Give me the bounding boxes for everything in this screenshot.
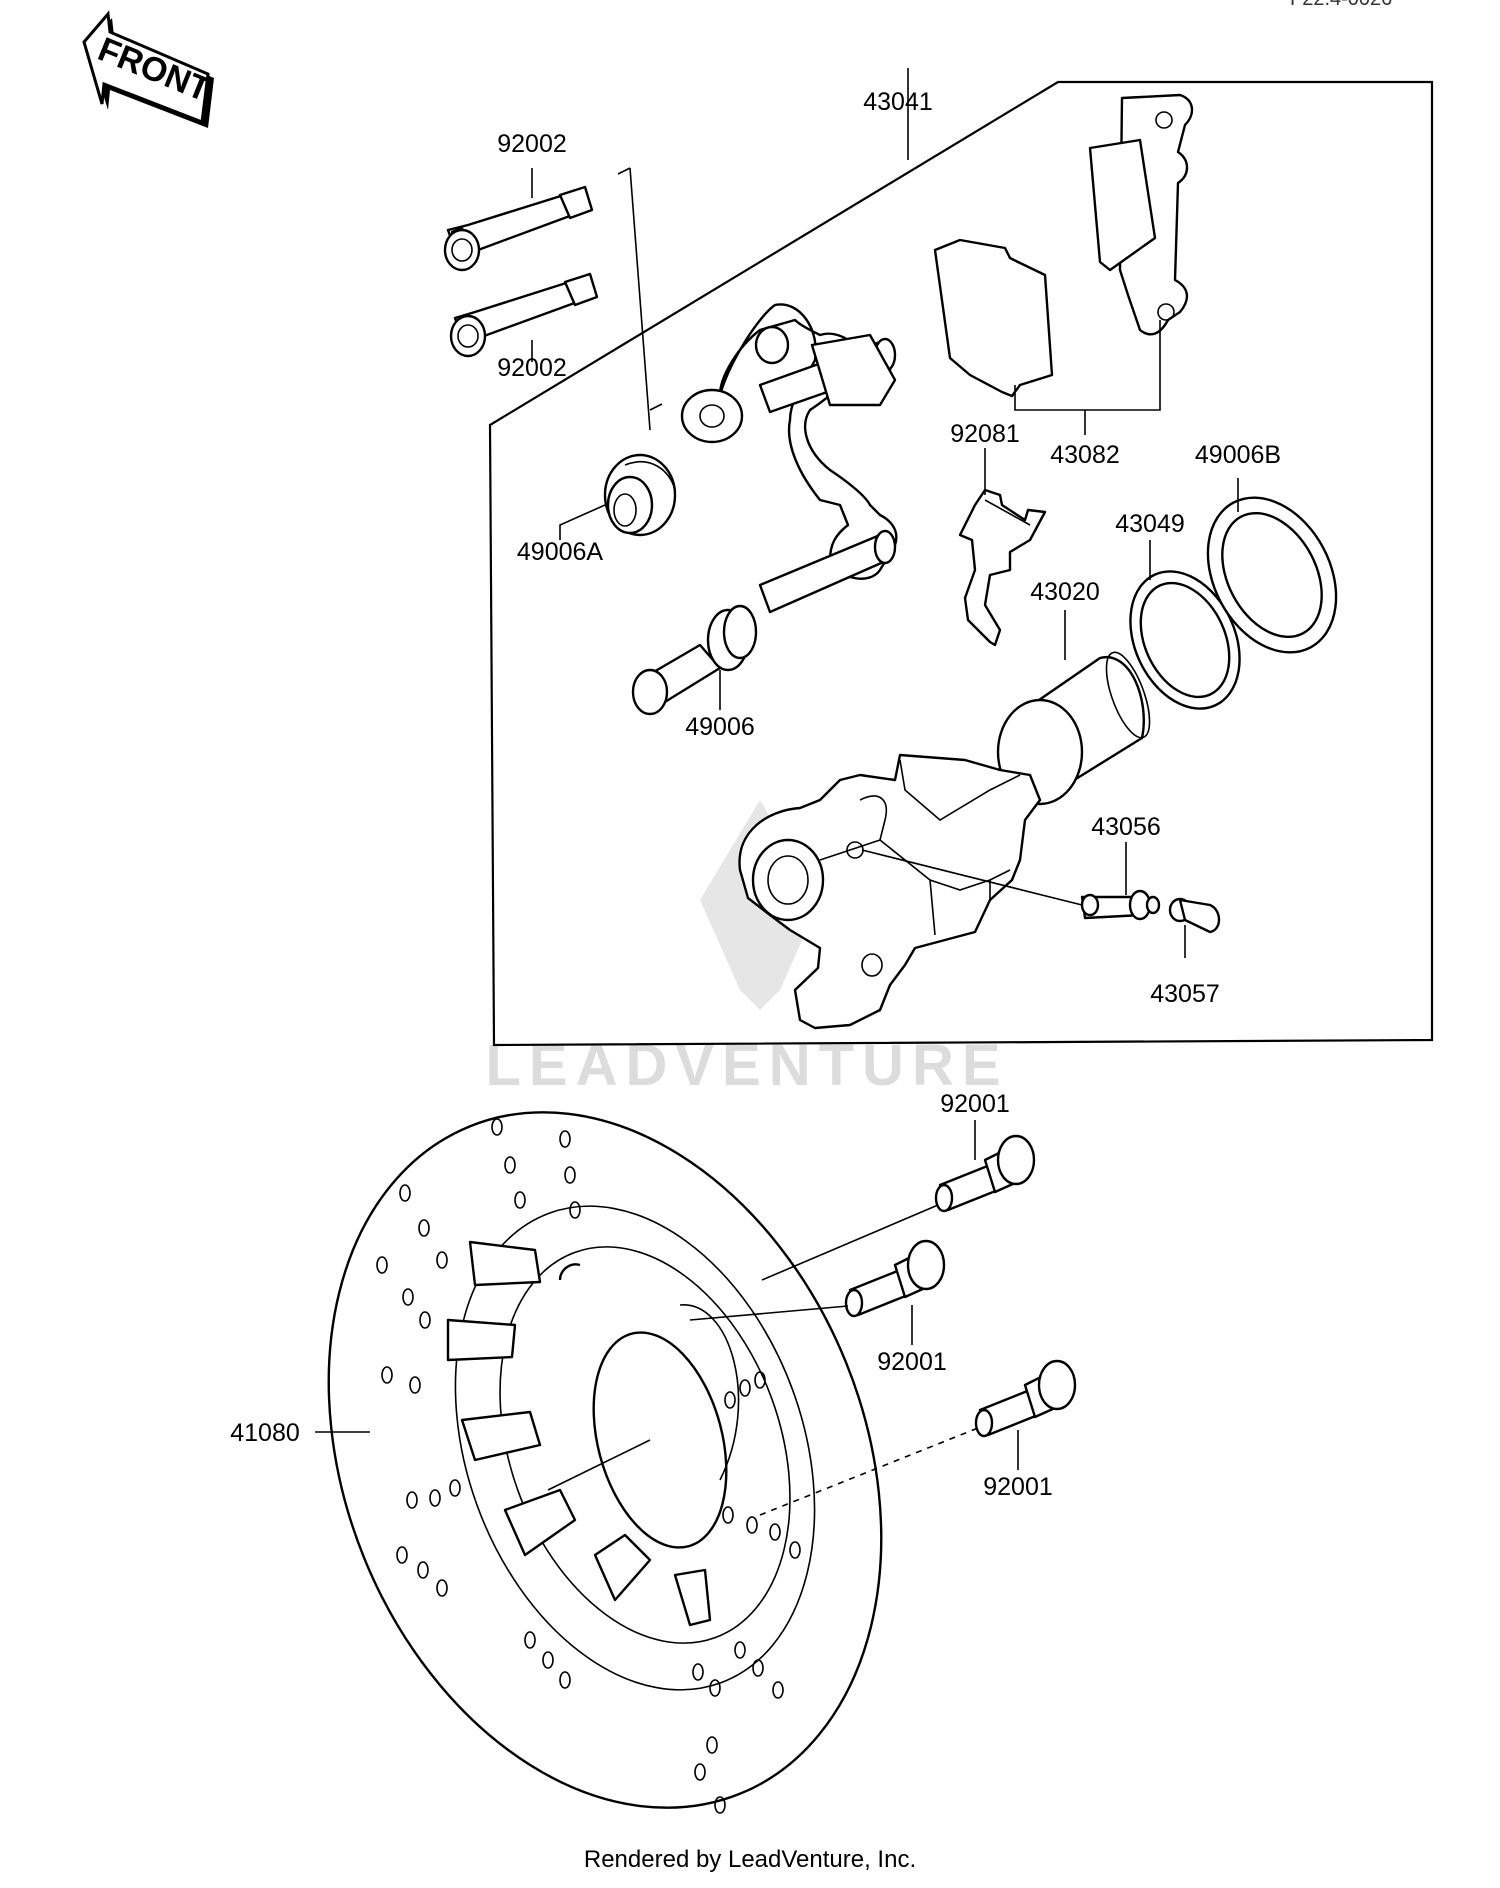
disc-hole (694, 1763, 706, 1781)
disc-hole (409, 1376, 421, 1394)
callout-49006: 49006 (685, 713, 755, 741)
boot-a-leader (559, 504, 606, 540)
callout-43057: 43057 (1150, 980, 1220, 1008)
disc-hole (772, 1681, 784, 1699)
callout-41080: 41080 (230, 1419, 300, 1447)
disc-hole (436, 1251, 448, 1269)
disc-hole (399, 1184, 411, 1202)
bolt-line-2 (689, 1305, 849, 1321)
callout-49006a: 49006A (517, 538, 604, 566)
disc-hole (734, 1641, 746, 1659)
callout-43041: 43041 (863, 88, 933, 116)
callout-92002-upper: 92002 (497, 130, 567, 158)
bolt-leader-line (629, 167, 651, 431)
disc-hole (724, 1391, 736, 1409)
bolt-92002-upper (443, 185, 594, 272)
disc-hole (789, 1541, 801, 1559)
disc-holes (376, 1118, 801, 1814)
callout-92001-3: 92001 (983, 1473, 1053, 1501)
disc-hole (504, 1156, 516, 1174)
disc-hole (429, 1489, 441, 1507)
bleeder-leader-line (861, 849, 1083, 906)
piston-seal-43049 (1129, 570, 1241, 710)
disc-hole (692, 1663, 704, 1681)
disc-bolt-92001-1 (934, 1134, 1036, 1213)
render-credit: Rendered by LeadVenture, Inc. (583, 1846, 917, 1873)
disc-hole (406, 1491, 418, 1509)
callout-92081: 92081 (950, 420, 1020, 448)
bleeder-valve-43056 (1080, 889, 1161, 921)
disc-hole (381, 1366, 393, 1384)
disc-hole (754, 1371, 766, 1389)
disc-hole (524, 1631, 536, 1649)
disc-hole (564, 1166, 576, 1184)
disc-hole (436, 1579, 448, 1597)
callout-43020: 43020 (1030, 578, 1100, 606)
pad-leader-line (1014, 320, 1161, 411)
disc-hole (419, 1311, 431, 1329)
disc-vents (446, 1240, 712, 1627)
front-arrow-icon: FRONT (82, 10, 216, 128)
callout-92002-lower: 92002 (497, 354, 567, 382)
callout-43049: 43049 (1115, 510, 1185, 538)
disc-hole (769, 1523, 781, 1541)
brake-pad-rear (1088, 93, 1194, 336)
disc-hole (722, 1506, 734, 1524)
disc-bolt-92001-3 (974, 1359, 1077, 1438)
figure-code: F22.4-0026 (1290, 0, 1392, 11)
disc-hole (542, 1651, 554, 1669)
disc-hole (449, 1479, 461, 1497)
callout-49006b: 49006B (1195, 441, 1281, 469)
disc-hole (418, 1219, 430, 1237)
disc-bolt-92001-2 (844, 1239, 946, 1318)
caliper-bracket (680, 303, 898, 614)
pad-spring-clip (958, 488, 1047, 647)
assembly-outline (488, 80, 1434, 1047)
bolt-line-1 (761, 1204, 939, 1281)
dust-boot-49006a (603, 453, 677, 537)
bleeder-cap-43057 (1168, 897, 1221, 934)
bolt-line-3 (759, 1427, 979, 1516)
disc-hole (417, 1561, 429, 1579)
bolt-92002-lower (449, 272, 599, 358)
disc-hole (559, 1130, 571, 1148)
caliper-body (738, 753, 1042, 1030)
disc-hole (569, 1201, 581, 1219)
disc-hole (402, 1288, 414, 1306)
disc-hole (709, 1679, 721, 1697)
disc-hole (706, 1736, 718, 1754)
callout-43082: 43082 (1050, 441, 1120, 469)
disc-hole (514, 1191, 526, 1209)
disc-hole (396, 1546, 408, 1564)
callout-92001-1: 92001 (940, 1090, 1010, 1118)
disc-hole (714, 1796, 726, 1814)
piston-boot-49006b (1206, 496, 1338, 654)
brake-pad-front (933, 238, 1054, 398)
callout-92001-2: 92001 (877, 1348, 947, 1376)
pin-sleeve-49006 (631, 604, 758, 716)
disc-hole (746, 1516, 758, 1534)
disc-hole (376, 1256, 388, 1274)
disc-hole (559, 1671, 571, 1689)
brake-disc-41080 (327, 1111, 883, 1809)
callout-43056: 43056 (1091, 813, 1161, 841)
disc-hole (752, 1659, 764, 1677)
disc-hole (491, 1118, 503, 1136)
disc-hole (739, 1379, 751, 1397)
